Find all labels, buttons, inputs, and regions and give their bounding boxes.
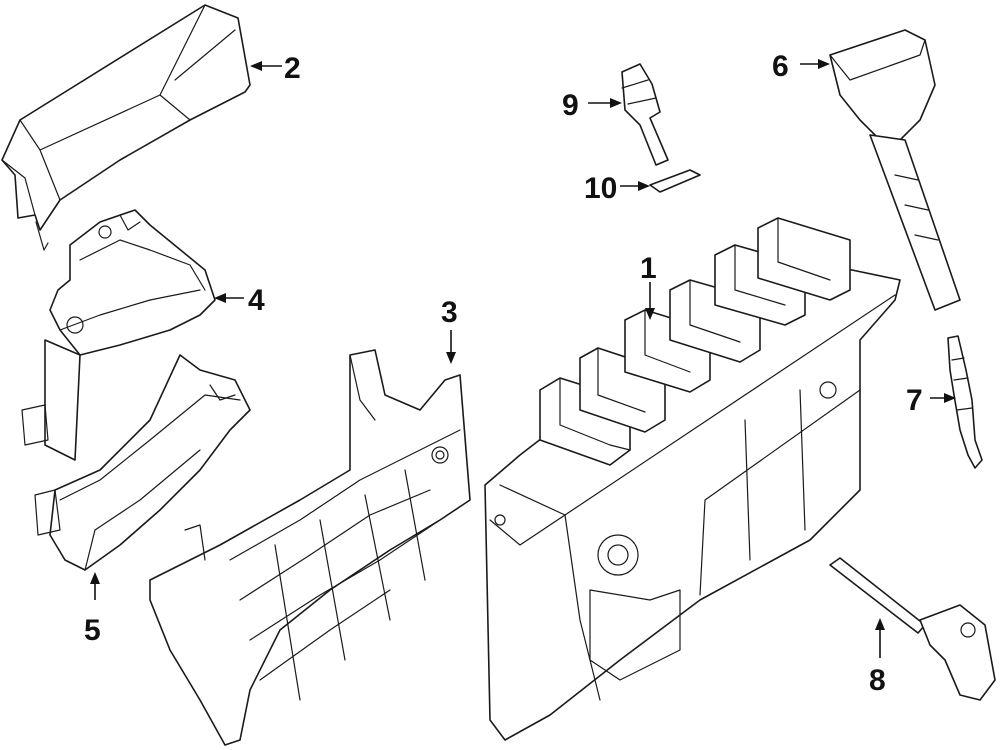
- callout-2-label: 2: [284, 52, 301, 85]
- callout-10-label: 10: [584, 172, 617, 205]
- callout-8: 8: [869, 618, 886, 697]
- callout-10: 10: [584, 172, 650, 205]
- callout-8-label: 8: [869, 664, 886, 697]
- callout-4-label: 4: [248, 284, 265, 317]
- callout-6-label: 6: [772, 50, 789, 83]
- part-1-control-module[interactable]: [484, 217, 901, 741]
- part-10-o-ring[interactable]: [649, 169, 701, 193]
- callout-5: 5: [84, 572, 101, 647]
- callout-5-label: 5: [84, 614, 101, 647]
- callout-9-label: 9: [562, 89, 579, 122]
- part-4-bracket[interactable]: [21, 209, 216, 461]
- callout-9: 9: [562, 89, 622, 122]
- callout-2: 2: [250, 52, 301, 85]
- part-7-spark-plug[interactable]: [947, 335, 983, 469]
- callout-1: 1: [640, 252, 657, 320]
- part-2-cover[interactable]: [1, 4, 251, 251]
- callout-3: 3: [441, 296, 458, 364]
- part-3-tray[interactable]: [149, 349, 471, 746]
- callout-1-label: 1: [640, 252, 657, 285]
- callout-3-label: 3: [441, 296, 458, 329]
- callout-4: 4: [214, 284, 265, 317]
- part-8-sensor[interactable]: [829, 557, 996, 701]
- part-6-ignition-coil[interactable]: [829, 29, 961, 311]
- part-5-bracket[interactable]: [34, 354, 251, 571]
- part-9-sensor[interactable]: [621, 63, 669, 166]
- callout-7: 7: [906, 384, 956, 417]
- callout-7-label: 7: [906, 384, 923, 417]
- callout-6: 6: [772, 50, 830, 83]
